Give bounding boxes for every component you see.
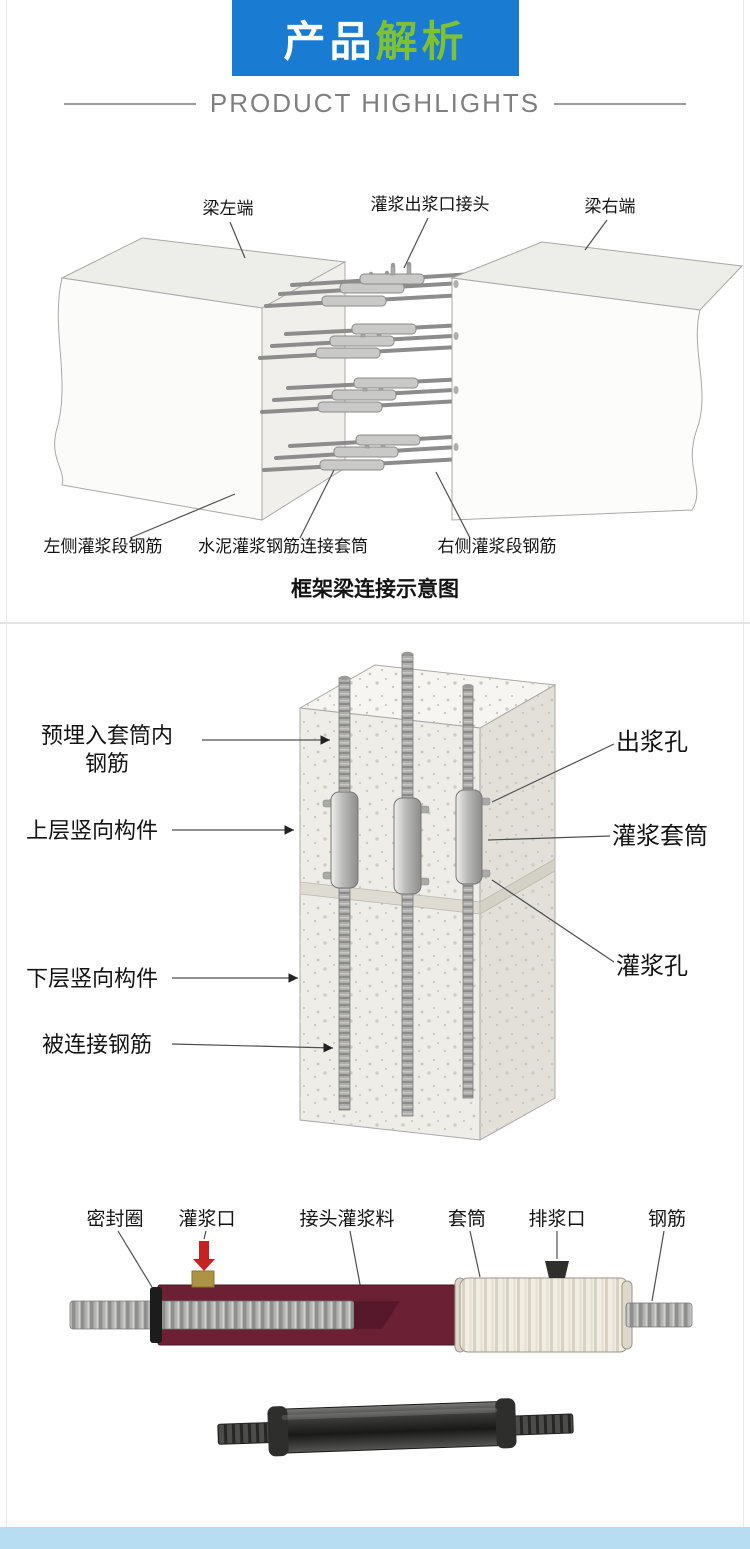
page-border-right xyxy=(743,0,744,1549)
rebar-hole xyxy=(453,443,459,451)
label-joint-grout: 接头灌浆料 xyxy=(299,1208,394,1230)
grout-sleeve xyxy=(393,797,422,895)
title-banner: 产品解析 xyxy=(232,0,519,76)
leader-grout-outlet-joint xyxy=(403,217,429,269)
label-beam-left: 梁左端 xyxy=(203,199,254,218)
column-front-speckle xyxy=(300,708,480,1140)
beam-diagram-caption: 框架梁连接示意图 xyxy=(291,577,459,601)
leader-sleeve xyxy=(469,1230,481,1278)
rebar-with-sleeve xyxy=(260,399,462,414)
discharge-outlet-nub xyxy=(545,1261,569,1278)
label-grout-outlet-joint: 灌浆出浆口接头 xyxy=(371,195,490,214)
beam-connection-diagram: 梁左端 灌浆出浆口接头 梁右端 左侧灌浆段钢筋 水泥灌浆钢筋连接套筒 右侧灌浆段… xyxy=(44,195,744,601)
beam-right-block xyxy=(450,241,744,521)
left-rebar xyxy=(69,1300,355,1330)
rebar-hole xyxy=(453,280,459,288)
label-seal-ring: 密封圈 xyxy=(86,1208,143,1230)
label-grout-sleeve: 灌浆套筒 xyxy=(612,823,708,850)
leader-grout-inlet xyxy=(203,1230,207,1240)
label-connected-rebar: 被连接钢筋 xyxy=(42,1032,152,1057)
label-grout-inlet: 灌浆口 xyxy=(178,1208,235,1230)
leader-cement-sleeve xyxy=(299,469,335,539)
page-title-cn-green: 解析 xyxy=(375,17,468,65)
rebar-hole xyxy=(453,386,459,394)
rebar-with-sleeve xyxy=(262,457,464,472)
corrugated-sleeve xyxy=(459,1277,629,1353)
rebar-with-sleeve xyxy=(290,261,492,287)
footer-bar xyxy=(0,1527,750,1549)
label-right-grout-rebar: 右侧灌浆段钢筋 xyxy=(438,537,557,556)
label-embedded-rebar-line2: 钢筋 xyxy=(85,751,129,776)
label-left-grout-rebar: 左侧灌浆段钢筋 xyxy=(44,537,163,556)
vertical-rebar xyxy=(462,685,474,1099)
seal-ring xyxy=(150,1287,162,1343)
label-lower-member: 下层竖向构件 xyxy=(26,966,158,991)
rebar-with-sleeve xyxy=(258,345,460,360)
leader-joint-grout xyxy=(349,1230,363,1296)
rebar-hole xyxy=(453,332,459,340)
sleeve-cross-section xyxy=(69,1261,693,1353)
rebar-top-cap xyxy=(402,651,413,657)
beam-right-front-face xyxy=(451,277,703,521)
label-sleeve: 套筒 xyxy=(448,1208,486,1230)
page-title-cn-white: 产品 xyxy=(283,17,376,65)
right-rebar xyxy=(625,1302,693,1328)
rebar-top-cap xyxy=(463,684,473,688)
photo-left-collar xyxy=(267,1406,289,1457)
column-top-speckle xyxy=(300,665,555,728)
beam-left-front-face xyxy=(54,277,263,521)
grout-flow-arrow xyxy=(193,1241,215,1271)
rebar-sleeve-array xyxy=(258,261,492,472)
beam-left-block xyxy=(54,237,347,521)
label-cement-sleeve: 水泥灌浆钢筋连接套筒 xyxy=(198,537,368,556)
leader-beam-left xyxy=(229,221,246,259)
page-subtitle: PRODUCT HIGHLIGHTS xyxy=(209,88,541,118)
column-right-speckle xyxy=(480,685,555,1140)
subtitle-rule-right xyxy=(554,102,687,105)
subtitle-rule-left xyxy=(63,102,196,105)
sleeve-section-diagram: 密封圈 灌浆口 接头灌浆料 套筒 排浆口 钢筋 xyxy=(69,1208,693,1457)
grout-inlet-port xyxy=(191,1270,215,1288)
label-grout-outlet-hole: 出浆孔 xyxy=(616,729,688,756)
subtitle-row: PRODUCT HIGHLIGHTS xyxy=(0,88,750,119)
leader-rebar xyxy=(651,1230,665,1302)
grout-sleeve xyxy=(330,791,359,889)
photo-right-collar xyxy=(495,1398,517,1449)
label-grout-inlet-hole: 灌浆孔 xyxy=(616,953,688,980)
label-discharge-outlet: 排浆口 xyxy=(528,1208,585,1230)
column-body xyxy=(298,664,557,1141)
center-baffle xyxy=(354,1301,400,1329)
leader-right-grout-rebar xyxy=(435,471,471,539)
grout-sleeve xyxy=(455,789,483,885)
leader-left-grout-rebar xyxy=(129,493,236,539)
page-border-left xyxy=(6,0,7,1549)
joint-grout-bed-right xyxy=(479,858,556,915)
rebar-with-sleeve xyxy=(264,293,466,308)
grout-sleeves xyxy=(322,789,491,895)
column-connection-diagram: 预埋入套筒内 钢筋 上层竖向构件 下层竖向构件 被连接钢筋 出浆孔 灌浆套筒 灌… xyxy=(26,651,708,1141)
label-beam-right: 梁右端 xyxy=(585,197,636,216)
label-upper-member: 上层竖向构件 xyxy=(26,818,158,843)
leader-grout-outlet-hole xyxy=(491,743,615,803)
sleeve-product-photo xyxy=(217,1398,574,1457)
rebar-top-cap xyxy=(339,675,350,681)
photo-highlight xyxy=(281,1407,498,1421)
leader-beam-right xyxy=(584,219,608,251)
label-rebar: 钢筋 xyxy=(648,1208,686,1230)
leader-connected-rebar xyxy=(171,1042,334,1053)
leader-grout-inlet-hole xyxy=(491,879,615,963)
leader-seal-ring xyxy=(117,1230,153,1288)
vertical-rebar xyxy=(338,677,351,1111)
rebar-with-sleeve xyxy=(284,322,486,336)
section-divider xyxy=(0,622,750,624)
leader-grout-sleeve xyxy=(487,835,611,841)
label-embedded-rebar-line1: 预埋入套筒内 xyxy=(41,723,173,748)
